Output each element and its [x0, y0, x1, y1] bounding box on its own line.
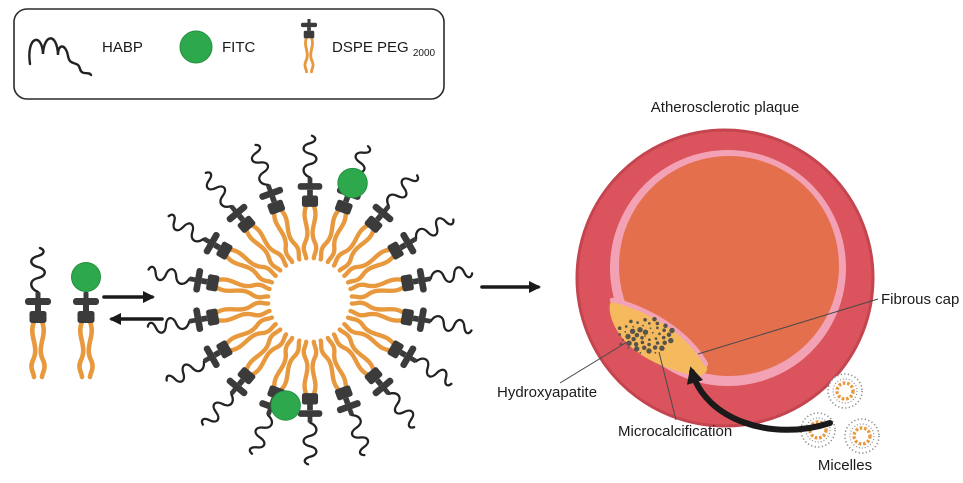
- fitc-tag: [71, 262, 101, 292]
- dspe-label: DSPE PEG 2000: [332, 39, 436, 59]
- habp-icon: [28, 37, 93, 77]
- arrows: [102, 280, 833, 433]
- plaque-crescent: [609, 300, 708, 376]
- mini-micelle: [826, 372, 864, 410]
- micelle-unit: [298, 342, 323, 465]
- dspe-label-subscript: 2000: [413, 48, 436, 59]
- fitc-icon: [179, 30, 213, 64]
- legend-box: HABP FITC DSPE PEG 2000: [13, 8, 445, 100]
- microcalcification-label: Microcalcification: [618, 423, 732, 440]
- hydroxyapatite-pointer: [559, 341, 628, 384]
- monomer-fitc: [71, 262, 101, 378]
- micelle-fitc-tag-bottom: [270, 390, 301, 421]
- microcalcification-speckles: [617, 316, 675, 354]
- atherosclerotic-plaque: [575, 128, 875, 428]
- micelle-unit: [313, 335, 378, 459]
- dspe-label-main: DSPE PEG: [332, 39, 409, 56]
- hydroxyapatite-label: Hydroxyapatite: [497, 384, 597, 401]
- fibrous-cap-label: Fibrous cap: [881, 291, 959, 308]
- micelle: [146, 136, 474, 465]
- fibrous-cap: [609, 297, 709, 367]
- fitc-label: FITC: [222, 39, 255, 56]
- micelle-fitc-tag-top: [337, 167, 368, 199]
- vessel-lumen: [619, 156, 839, 376]
- mini-micelle: [843, 417, 881, 455]
- legend-border: [13, 8, 445, 100]
- habp-label: HABP: [102, 39, 143, 56]
- micelle-unit: [298, 136, 323, 259]
- micelle-delivery-arrow: [687, 366, 833, 433]
- micelle-unit: [242, 141, 307, 265]
- monomer-habp: [25, 248, 51, 377]
- microcalcification-pointer: [658, 351, 677, 421]
- fibrous-cap-pointer: [697, 298, 879, 355]
- plaque-title: Atherosclerotic plaque: [651, 99, 799, 116]
- micelles-label: Micelles: [818, 457, 872, 474]
- micelle-unit: [313, 141, 378, 265]
